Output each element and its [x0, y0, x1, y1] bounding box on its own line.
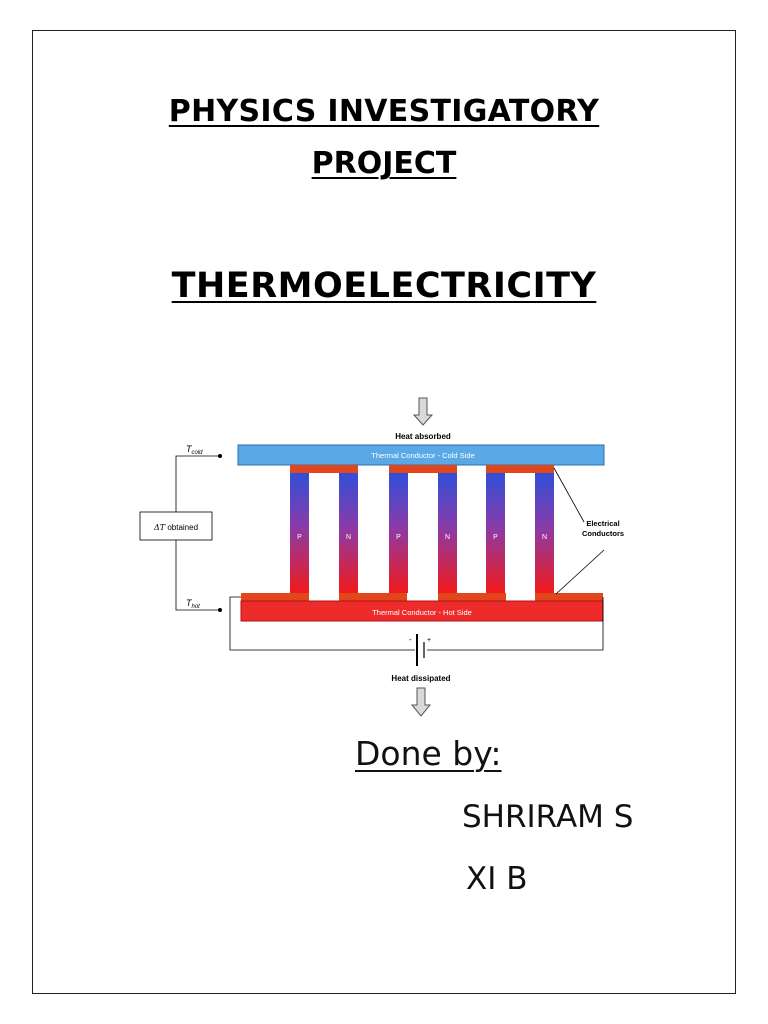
top-conductor	[389, 465, 457, 473]
heat-dissipated-label: Heat dissipated	[391, 674, 450, 683]
student-class: XI B	[466, 861, 528, 897]
leg-label: N	[542, 534, 547, 541]
leg-label: P	[493, 534, 498, 541]
leg-p	[486, 473, 505, 593]
leg-n	[438, 473, 457, 593]
done-by-label: Done by:	[355, 734, 502, 773]
pn-legs	[290, 473, 554, 593]
leg-p	[389, 473, 408, 593]
heat-dissipated-arrow-icon	[410, 687, 432, 717]
hot-side-label: Thermal Conductor - Hot Side	[372, 608, 472, 617]
bottom-conductor	[438, 593, 506, 601]
project-title-line2: PROJECT	[311, 146, 457, 181]
heat-absorbed-label: Heat absorbed	[395, 432, 451, 441]
leg-n	[339, 473, 358, 593]
leg-p	[290, 473, 309, 593]
svg-text:+: +	[427, 637, 431, 644]
project-topic: THERMOELECTRICITY	[171, 266, 597, 306]
leg-label: P	[297, 534, 302, 541]
t-cold-label: Tcold	[186, 444, 203, 456]
electrical-conductors-label: Electrical	[586, 519, 619, 528]
page-border	[32, 30, 736, 994]
heat-absorbed-arrow-icon	[412, 397, 434, 426]
leg-label: N	[346, 534, 351, 541]
project-title: PHYSICS INVESTIGATORY	[168, 94, 600, 129]
electrical-conductors-label-line2: Conductors	[582, 529, 624, 538]
battery-circuit-wire	[229, 596, 604, 651]
bottom-conductor	[241, 593, 309, 601]
leg-label: P	[396, 534, 401, 541]
bottom-conductor	[339, 593, 407, 601]
student-name: SHRIRAM S	[462, 799, 634, 835]
t-hot-label: Thot	[186, 598, 200, 610]
cold-side-label: Thermal Conductor - Cold Side	[371, 451, 474, 460]
thermoelectric-diagram: Heat absorbed Thermal Conductor - Cold S…	[139, 397, 624, 717]
top-conductor	[290, 465, 358, 473]
top-conductor	[486, 465, 554, 473]
leg-n	[535, 473, 554, 593]
svg-text:-: -	[409, 635, 412, 644]
leg-label: N	[445, 534, 450, 541]
delta-t-label: ΔT obtained	[153, 523, 198, 532]
bottom-conductor	[535, 593, 603, 601]
